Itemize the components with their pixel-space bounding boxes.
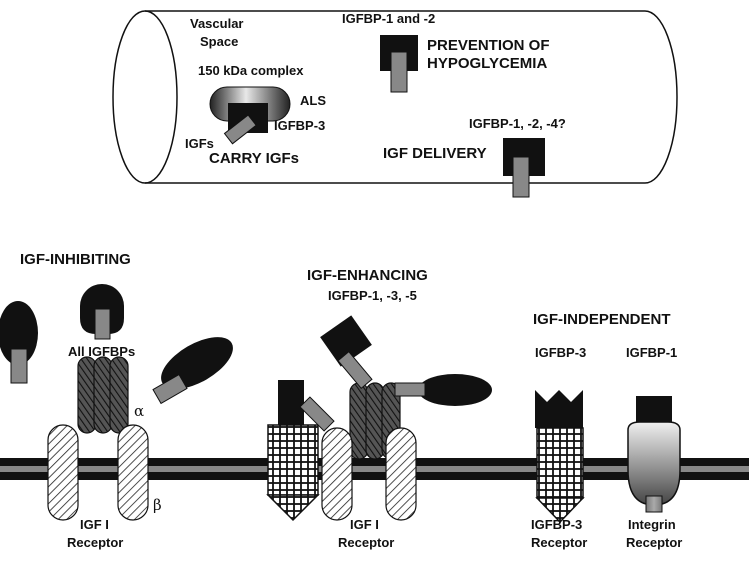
ternary-complex [209, 86, 291, 145]
free-igfbp-oval-enhancing [394, 374, 492, 406]
igfbp3-receptor-label-line2: Receptor [531, 535, 587, 550]
integrin-receptor [627, 396, 681, 513]
all-igfbps-protein [80, 284, 124, 340]
prevention-label-line1: PREVENTION OF [427, 37, 550, 54]
igf-enhancing-title: IGF-ENHANCING [307, 267, 428, 284]
integrin-receptor-label-line1: Integrin [628, 517, 676, 532]
igfbp3-receptor [535, 390, 585, 524]
igf-enhancing-subtitle: IGFBP-1, -3, -5 [328, 288, 417, 303]
igfbp12-label: IGFBP-1 and -2 [342, 11, 435, 26]
igfbp124-complex [503, 138, 545, 198]
igfbp124-label: IGFBP-1, -2, -4? [469, 116, 566, 131]
integrin-receptor-label-line2: Receptor [626, 535, 682, 550]
vascular-space-label-line2: Space [200, 34, 238, 49]
igf1-receptor-enhancing-label-line1: IGF I [350, 517, 379, 532]
igf1-receptor-inhibiting-label-line1: IGF I [80, 517, 109, 532]
igfbp3-receptor-label-line1: IGFBP-3 [531, 517, 582, 532]
complex-label: 150 kDa complex [198, 63, 304, 78]
vascular-space-label-line1: Vascular [190, 16, 244, 31]
igfbp12-complex [380, 35, 418, 93]
beta-label: β [153, 496, 162, 514]
free-igfbp-oval [152, 337, 233, 405]
igf-delivery-label: IGF DELIVERY [383, 145, 487, 162]
igfbp-surface-receptor-enhancing [266, 380, 335, 522]
free-igfbp-left [0, 301, 38, 384]
vascular-cylinder [112, 10, 678, 184]
igfbp1-independent-label: IGFBP-1 [626, 345, 677, 360]
igfbp-bound-igf-enhancing [320, 315, 373, 389]
igf-independent-title: IGF-INDEPENDENT [533, 311, 671, 328]
alpha-label: α [134, 402, 144, 420]
igf1-receptor-enhancing [321, 382, 417, 521]
prevention-label-line2: HYPOGLYCEMIA [427, 55, 547, 72]
igf-stick [223, 114, 257, 145]
igf1-receptor-inhibiting-label-line2: Receptor [67, 535, 123, 550]
igf1-receptor-inhibiting [47, 356, 149, 521]
igfs-label: IGFs [185, 136, 214, 151]
igf1-receptor-enhancing-label-line2: Receptor [338, 535, 394, 550]
carry-igfs-label: CARRY IGFs [209, 150, 299, 167]
all-igfbps-label: All IGFBPs [68, 344, 135, 359]
als-label: ALS [300, 93, 326, 108]
igf-inhibiting-title: IGF-INHIBITING [20, 251, 131, 268]
cell-membrane [0, 458, 749, 480]
igfbp3-complex-label: IGFBP-3 [274, 118, 325, 133]
igfbp3-independent-label: IGFBP-3 [535, 345, 586, 360]
